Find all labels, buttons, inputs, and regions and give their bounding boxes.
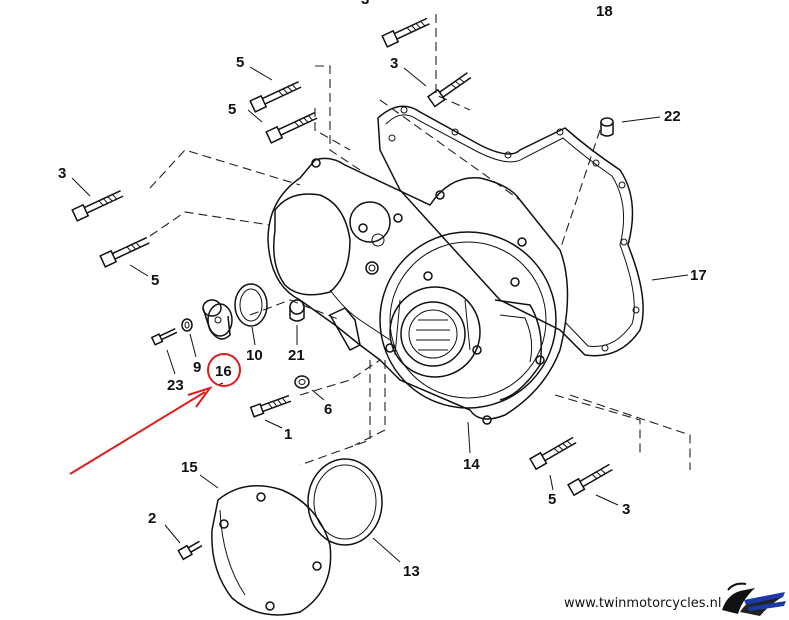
label-6: 6: [324, 401, 332, 418]
washer-6: [294, 375, 310, 389]
label-5-b: 5: [228, 101, 236, 118]
part-labels: 3 18 5 3 5 22 3 5 17 9 10 21 23 6 1 14 1…: [58, 0, 707, 580]
label-5-a: 5: [236, 54, 244, 71]
highlight-circle: [207, 353, 241, 387]
label-10: 10: [246, 347, 263, 364]
leader-lines: [71, 66, 689, 563]
o-ring-13: [307, 458, 383, 546]
assembly-lines: [149, 14, 691, 470]
label-3-c: 3: [622, 501, 630, 518]
red-arrow-head: [187, 386, 213, 408]
label-3-a: 3: [390, 55, 398, 72]
label-21: 21: [288, 347, 305, 364]
bushing-21: [289, 299, 305, 322]
red-arrow-shaft: [69, 391, 206, 475]
highlight-annotation: 16: [69, 353, 241, 475]
label-16: 16: [215, 363, 232, 380]
label-18: 18: [596, 3, 613, 20]
label-15: 15: [181, 459, 198, 476]
label-23: 23: [167, 377, 184, 394]
primary-cover-14: [267, 157, 569, 425]
label-1: 1: [284, 426, 292, 443]
label-3-b: 3: [58, 165, 66, 182]
label-22: 22: [664, 108, 681, 125]
label-9: 9: [193, 359, 201, 376]
o-ring-10: [234, 283, 268, 327]
label-3-top: 3: [361, 0, 369, 8]
label-5-c: 5: [151, 272, 159, 289]
label-2: 2: [148, 510, 156, 527]
twin-motorcycles-logo-icon: [722, 582, 786, 616]
gasket-17: [377, 105, 644, 357]
watermark-url: www.twinmotorcycles.nl: [564, 596, 722, 611]
cap-16: [202, 299, 233, 340]
dowel-pin-22: [600, 117, 614, 137]
washer-9: [181, 318, 193, 332]
inspection-cover-15: [211, 485, 332, 616]
label-13: 13: [403, 563, 420, 580]
label-17: 17: [690, 267, 707, 284]
label-5-d: 5: [548, 491, 556, 508]
screws: [71, 17, 613, 561]
label-14: 14: [463, 456, 480, 473]
